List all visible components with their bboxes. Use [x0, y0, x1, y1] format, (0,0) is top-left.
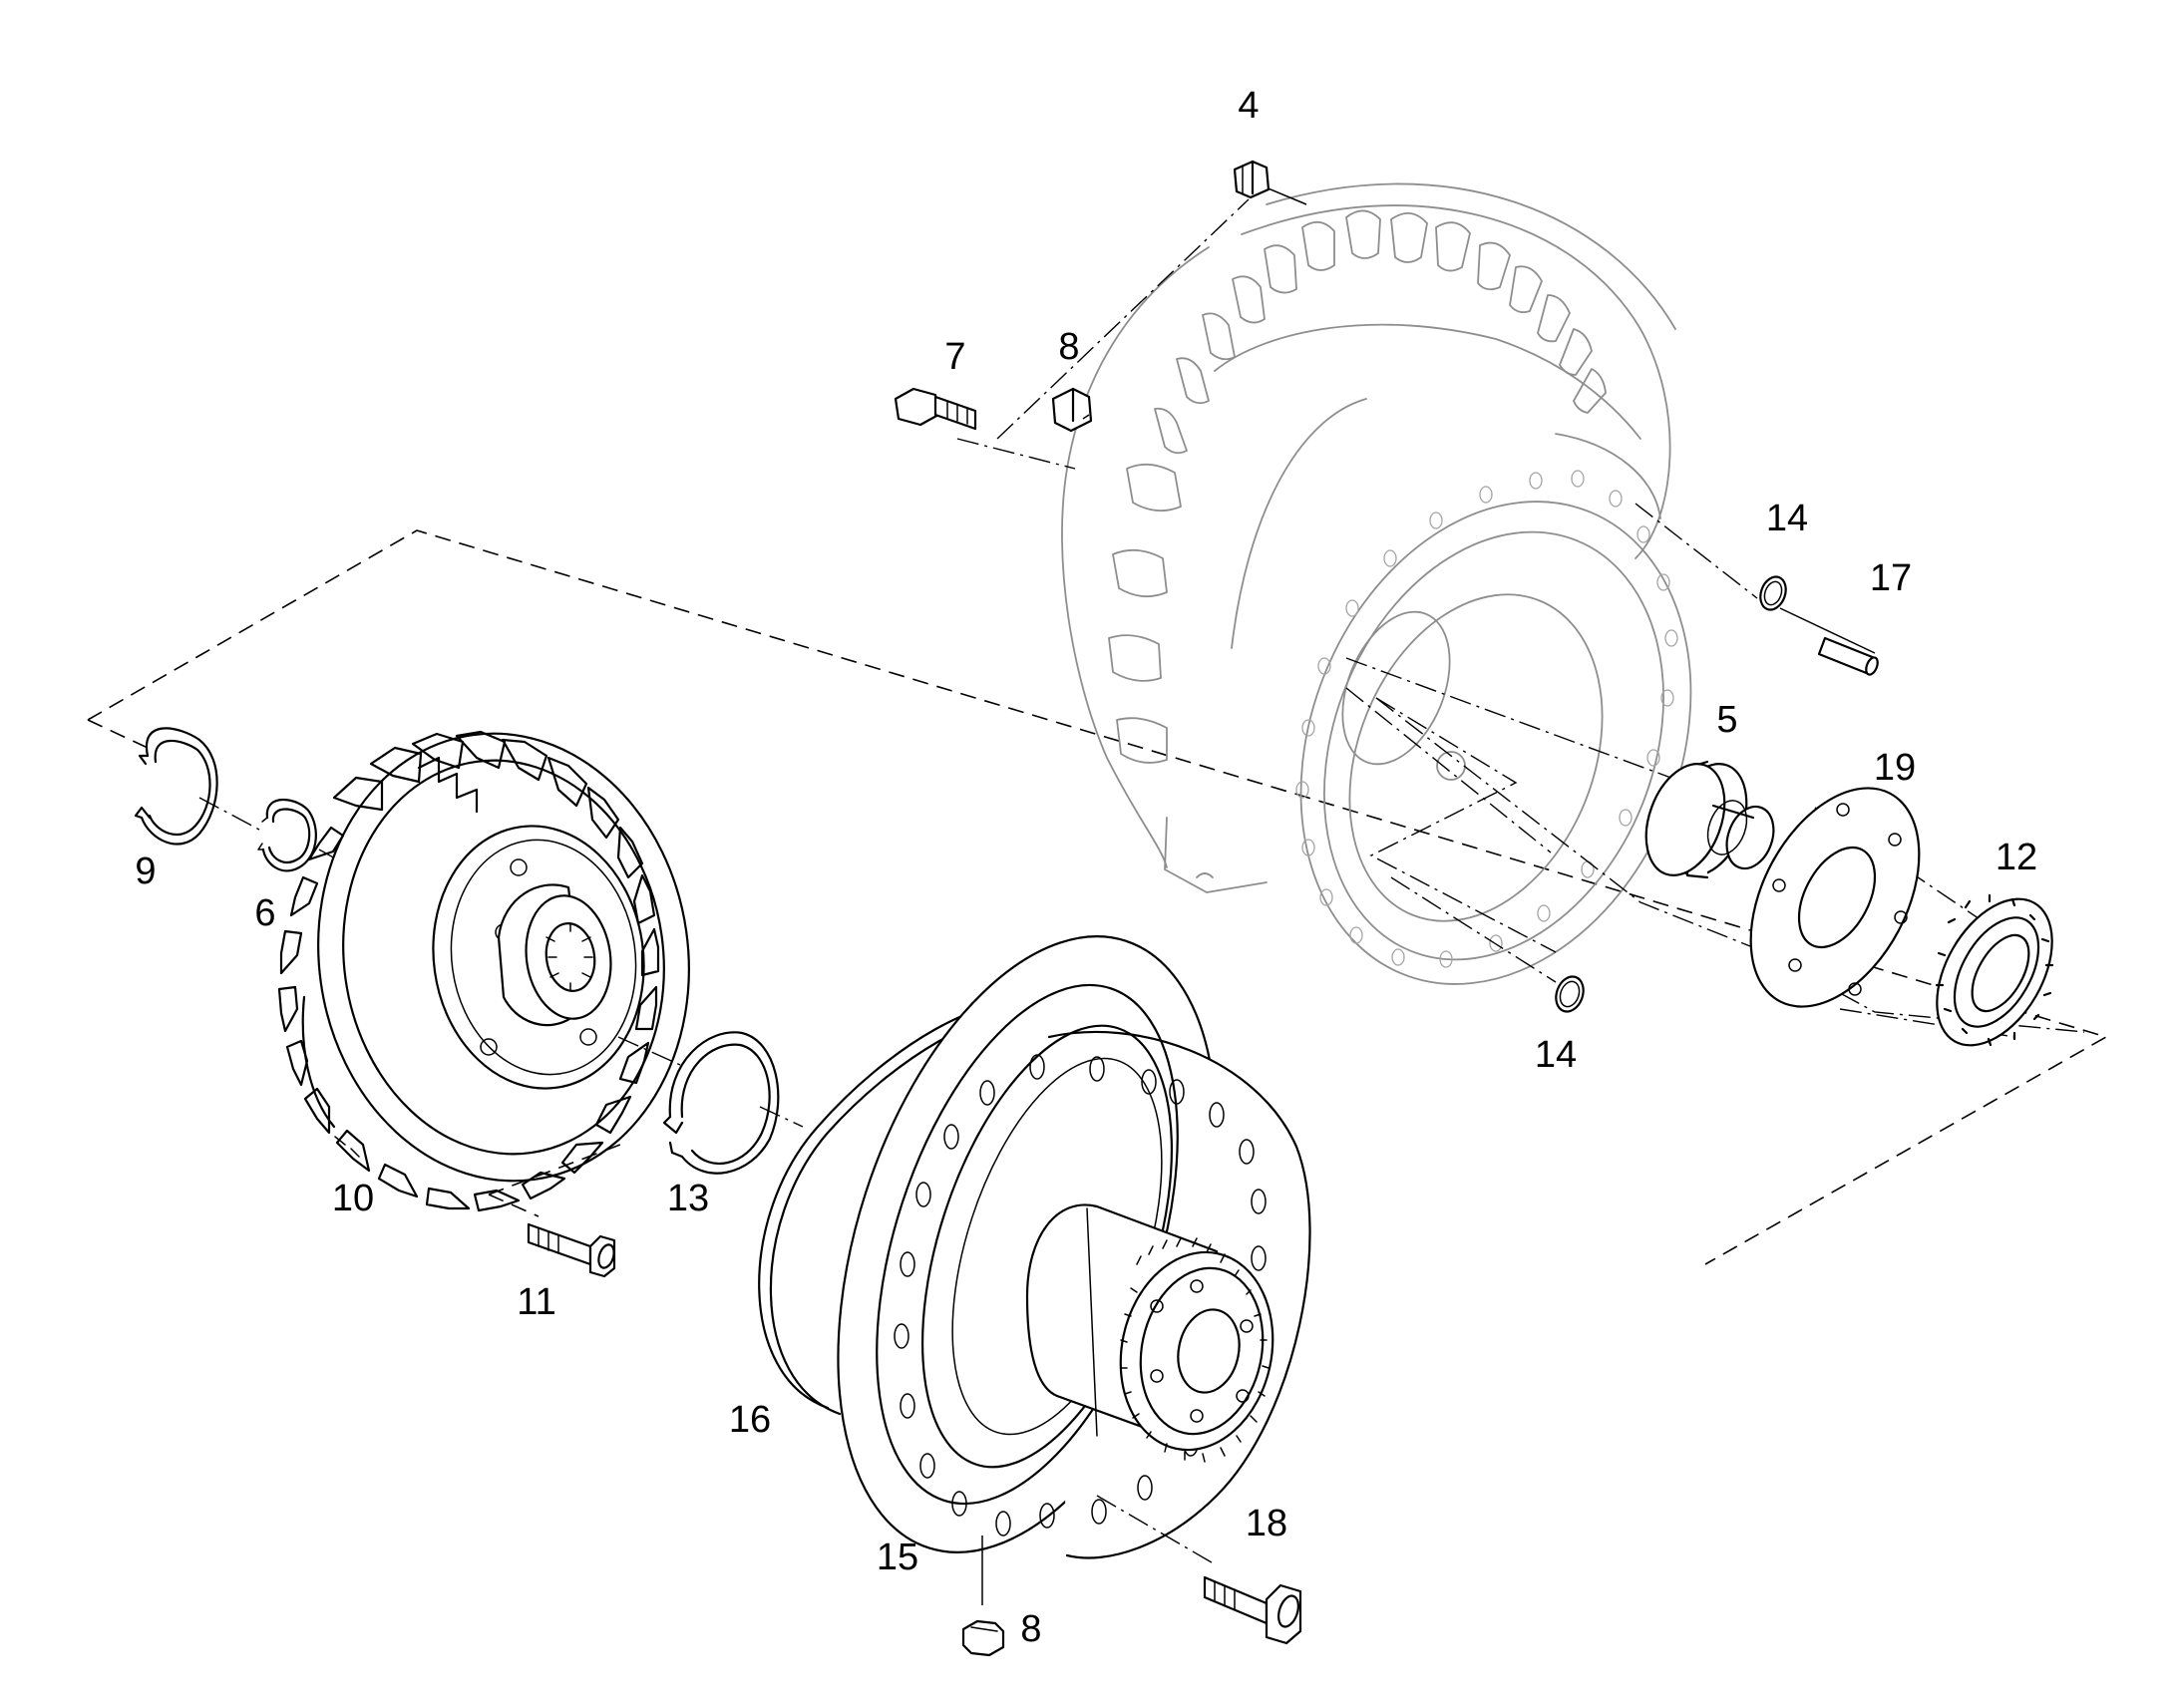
- part-7-bolt: [894, 387, 977, 431]
- callout-10: 10: [332, 1178, 374, 1219]
- callout-9: 9: [135, 851, 156, 892]
- assembly-dashed-frame: [87, 529, 2109, 1265]
- part-5-journal-cap: [1644, 760, 1775, 879]
- part-15-hub: [837, 935, 1311, 1559]
- part-6-snap-ring: [257, 799, 317, 872]
- callout-12: 12: [1996, 837, 2037, 878]
- callout-8: 8: [1058, 326, 1079, 368]
- callout-7: 7: [944, 336, 965, 378]
- callout-14: 14: [1766, 498, 1808, 539]
- part-11-bolt: [527, 1222, 616, 1278]
- center-axes-right: [956, 183, 2085, 1038]
- gear-teeth: [277, 730, 660, 1212]
- part-9-snap-ring: [134, 727, 218, 846]
- housing-tooth-pockets: [1108, 209, 1607, 764]
- callout-leaders: [1082, 414, 1090, 420]
- part-12-roller-bearing: [1935, 893, 2054, 1047]
- callout-13: 13: [667, 1178, 709, 1219]
- callout-5: 5: [1716, 699, 1737, 741]
- hub-spline-teeth: [1120, 1237, 1270, 1463]
- part-13-retaining-ring: [662, 1031, 780, 1175]
- part-14-oring-upper: [1759, 575, 1787, 611]
- callout-4: 4: [1238, 85, 1259, 127]
- callout-18: 18: [1246, 1503, 1287, 1544]
- callout-14: 14: [1535, 1034, 1577, 1076]
- part-8-plug-top: [1051, 387, 1093, 433]
- callout-11: 11: [517, 1281, 555, 1323]
- callout-16: 16: [729, 1399, 771, 1441]
- callout-15: 15: [877, 1537, 918, 1578]
- part-17-pin: [1817, 636, 1879, 676]
- part-18-bolt: [1203, 1575, 1302, 1645]
- part-4-plug: [1233, 160, 1271, 199]
- part-19-flange-plate: [1749, 787, 1921, 1008]
- callout-labels: 4 7 8 14 17 5 19 12 14 9 6 10 13 11 16 1…: [135, 85, 2037, 1650]
- callout-17: 17: [1870, 557, 1912, 599]
- part-14-oring-lower: [1555, 975, 1585, 1013]
- hub-bolt-holes: [894, 1054, 1267, 1537]
- callout-19: 19: [1874, 747, 1916, 789]
- callout-8: 8: [1020, 1608, 1041, 1650]
- part-8-plug-bottom: [961, 1619, 1005, 1657]
- part-10-spur-gear: [277, 730, 690, 1212]
- housing-bolt-holes: [1295, 470, 1678, 968]
- callout-6: 6: [254, 892, 275, 934]
- wheel-housing: [1061, 182, 1692, 985]
